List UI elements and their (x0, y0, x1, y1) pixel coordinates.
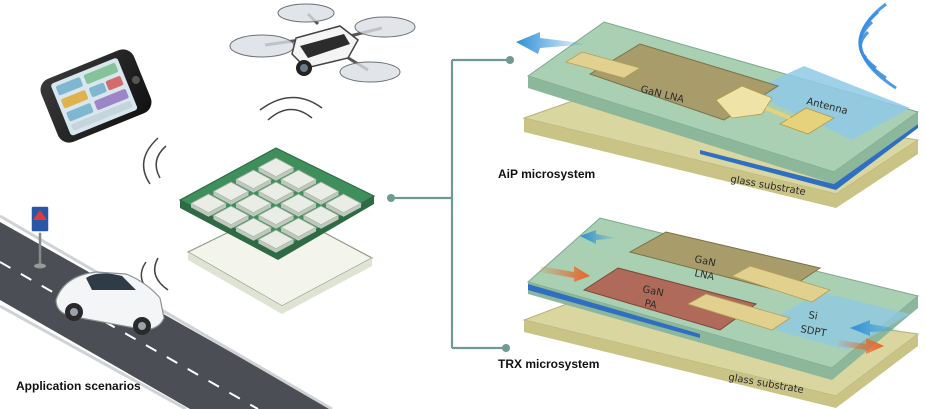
smartphone-icon (40, 49, 152, 143)
trx-input-arrow-orange (540, 266, 590, 282)
antenna-radiation-icon (858, 2, 897, 90)
car-icon (55, 271, 165, 335)
application-scenarios-label: Application scenarios (16, 379, 141, 393)
chip-cell-side (258, 167, 294, 181)
trx-bond-pads-lower (686, 293, 791, 331)
trx-blue-strip (528, 284, 700, 338)
connector-dot-chip (387, 194, 395, 202)
trx-pa-die (582, 267, 758, 331)
connector-lines (392, 58, 508, 350)
aip-blue-strip (700, 124, 918, 190)
trx-bond-pads-upper (731, 265, 831, 303)
aip-microsystem-label: AiP microsystem (498, 167, 595, 181)
trx-lna-label-line1: GaN (693, 254, 716, 269)
chip-cell-side (190, 203, 227, 217)
chip-cell-side (213, 215, 249, 229)
drone-icon (229, 3, 416, 83)
chip-array-icon (178, 147, 376, 314)
chip-cell-side (258, 191, 294, 205)
chip-cell-side (235, 227, 272, 241)
aip-module: GaN LNA Antenna glass substrate (516, 2, 920, 208)
trx-sdpt-label-line1: Si (807, 310, 818, 322)
trx-lna-label-line2: LNA (693, 268, 715, 283)
chip-cell-side (213, 191, 249, 205)
chip-cell-side (325, 203, 362, 217)
chip-cell-side (280, 203, 317, 217)
trx-module: GaN LNA GaN PA Si SDPT glass substrate (522, 217, 920, 408)
trx-output-arrow-blue (850, 320, 904, 336)
trx-input-arrow-blue (580, 230, 618, 244)
chip-cell-side (235, 179, 272, 193)
chip-cell-side (280, 227, 317, 241)
wireless-signal-icon (140, 96, 323, 301)
trx-output-arrow-orange (838, 338, 884, 354)
chip-cell-side (303, 215, 339, 229)
chip-cell-side (280, 179, 317, 193)
aip-bond-pads (565, 51, 641, 79)
chip-cell-side (258, 239, 294, 253)
chip-cell-side (235, 203, 272, 217)
road-sign-icon (30, 205, 50, 269)
aip-signal-arrow (516, 32, 590, 54)
chip-cell-side (303, 191, 339, 205)
chip-cell-grid (190, 157, 362, 253)
connector-dot-aip (506, 56, 514, 64)
aip-antenna-region (748, 66, 910, 140)
trx-microsystem-label: TRX microsystem (498, 357, 599, 371)
aip-antenna-patch (779, 107, 835, 135)
road (0, 214, 333, 409)
trx-pa-label-line2: PA (643, 298, 657, 311)
trx-pa-label-line1: GaN (641, 284, 664, 299)
chip-cell-side (258, 215, 294, 229)
connector-dot-trx (502, 344, 510, 352)
trx-sdpt-region (760, 292, 910, 350)
trx-sdpt-label-line2: SDPT (799, 324, 828, 340)
